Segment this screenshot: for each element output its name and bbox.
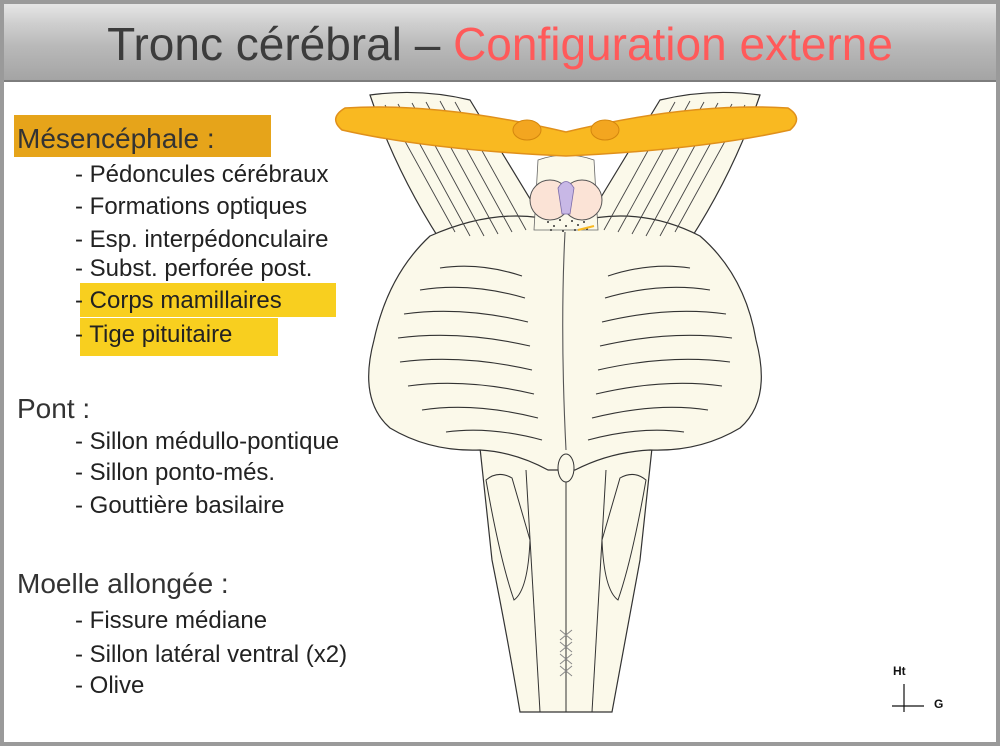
item-olive: - Olive	[75, 672, 145, 699]
optic-tracts	[335, 106, 798, 157]
compass-up-label: Ht	[893, 664, 906, 678]
slide-title: Tronc cérébral – Configuration externe	[4, 16, 996, 72]
right-olive	[601, 474, 647, 601]
left-olive	[485, 474, 531, 601]
mesencephale-highlight	[14, 115, 271, 157]
item-formations-optiques: - Formations optiques	[75, 193, 308, 220]
compass-right-label: G	[934, 697, 944, 711]
item-gouttiere-basilaire: - Gouttière basilaire	[75, 492, 285, 519]
item-sillon-lateral-ventral: - Sillon latéral ventral (x2)	[75, 641, 348, 668]
item-sillon-medullo-pontique: - Sillon médullo-pontique	[75, 428, 340, 455]
item-fissure-mediane: - Fissure médiane	[75, 607, 268, 634]
item-sillon-ponto-mes: - Sillon ponto-més.	[75, 459, 276, 486]
item-corps-mamillaires: - Corps mamillaires	[75, 287, 282, 314]
title-accent: Configuration externe	[453, 18, 893, 70]
item-esp-interpedonculaire: - Esp. interpédonculaire	[75, 226, 329, 253]
tige-pituitaire-highlight	[80, 318, 278, 356]
title-bar: Tronc cérébral – Configuration externe	[4, 4, 996, 82]
corps-mamillaires-highlight	[80, 283, 336, 317]
item-pedoncules: - Pédoncules cérébraux	[75, 161, 329, 188]
heading-mesencephale: Mésencéphale :	[17, 123, 215, 154]
heading-moelle: Moelle allongée :	[17, 568, 229, 599]
item-subst-perforee: - Subst. perforée post.	[75, 255, 313, 282]
title-main: Tronc cérébral –	[107, 18, 454, 70]
item-tige-pituitaire: - Tige pituitaire	[75, 321, 233, 348]
heading-pont: Pont :	[17, 393, 91, 424]
